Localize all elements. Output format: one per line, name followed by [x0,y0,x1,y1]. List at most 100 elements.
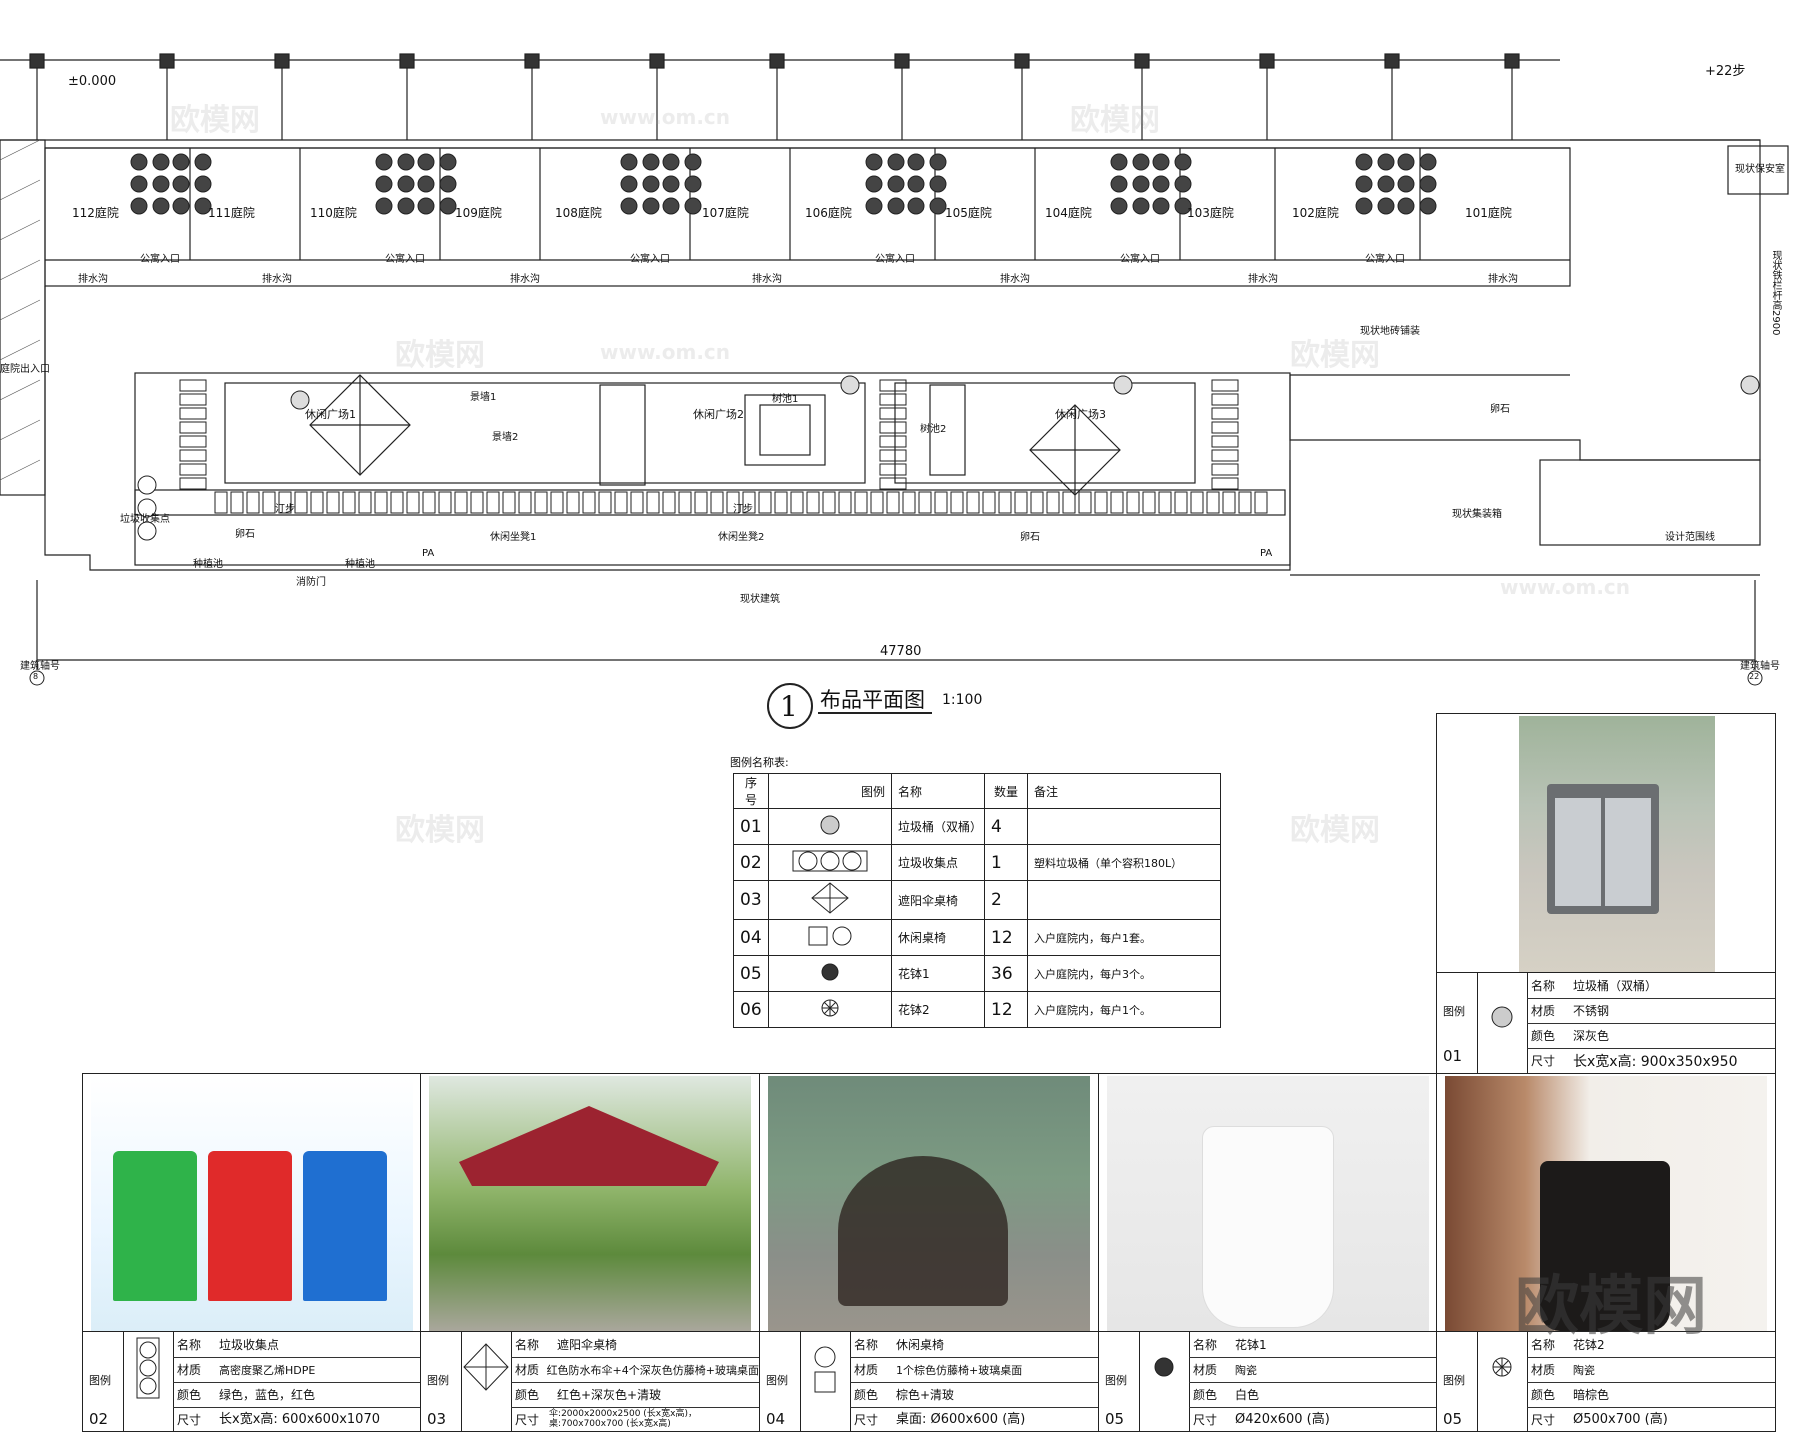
product-photo [768,1076,1090,1331]
flower-pot-icon [642,175,660,193]
spec-name: 花钵2 [1573,1338,1605,1352]
existing-rail-label: 现状铁栏杆高2900 [1770,250,1781,336]
tree-pool1-label: 树池1 [772,394,799,405]
column-mark [1259,53,1275,69]
entry-label: 公寓入口 [140,254,180,265]
paving-block [982,491,996,514]
flower-pot-icon [172,197,190,215]
legend-symbol-icon [768,955,892,992]
courtyard-label: 108庭院 [555,206,602,220]
legend-name: 垃圾桶（双桶） [891,808,985,845]
pa-label: PA [422,548,435,559]
paving-block [486,491,500,514]
card-legend-label: 图例 [766,1374,788,1387]
spec-key: 尺寸 [177,1413,202,1427]
spec-key: 颜色 [1531,1388,1556,1402]
paving-block [406,491,420,514]
spec-size: 长x宽x高: 900x350x950 [1573,1053,1738,1070]
spec-key: 尺寸 [854,1413,879,1427]
pa-label-2: PA [1260,548,1273,559]
spec-key: 尺寸 [1531,1413,1556,1427]
column-mark [1014,53,1030,69]
legend-symbol-icon [768,844,892,881]
flower-pot-icon [1174,153,1192,171]
flower-pot-icon [397,197,415,215]
wheelie-bin-2 [208,1151,292,1301]
paving-block [179,435,207,448]
flower-pot-icon [439,197,457,215]
legend-qty: 12 [984,991,1028,1028]
paving-block [1211,421,1239,434]
planting-label: 种植池 [193,559,223,570]
flower-pot-icon [1152,175,1170,193]
paving-block [1254,491,1268,514]
plaza2-label: 休闲广场2 [693,408,744,421]
paving-block [1211,393,1239,406]
spec-key: 材质 [1531,1004,1556,1018]
rattan-table-set [838,1156,1008,1306]
paving-block [326,491,340,514]
paving-block [214,491,228,514]
flower-pot-icon [1377,197,1395,215]
paving-block [1206,491,1220,514]
paving-block [879,463,907,476]
flower-pot-icon [887,175,905,193]
spec-material: 1个棕色仿藤椅+玻璃桌面 [896,1363,1023,1377]
legend-name: 休闲桌椅 [891,919,985,956]
plaza3-label: 休闲广场3 [1055,408,1106,421]
plan-title: 布品平面图 [820,688,925,712]
spec-name: 花钵1 [1235,1338,1267,1352]
legend-no: 06 [733,991,769,1028]
column-mark [274,53,290,69]
step-label: +22步 [1705,64,1746,79]
paving-block [1142,491,1156,514]
card-icon-col [1477,973,1528,1073]
paving-block [374,491,388,514]
flower-pot-icon [1355,197,1373,215]
spec-color: 深灰色 [1573,1029,1610,1043]
courtyard-label: 111庭院 [208,206,255,220]
flower-pot-icon [375,197,393,215]
spec-size: 长x宽x高: 600x600x1070 [219,1411,380,1427]
existing-building-label: 现状建筑 [740,594,780,605]
flower-pot-icon [152,197,170,215]
flower-pot-icon [1132,153,1150,171]
fire-door-label: 消防门 [296,577,326,588]
courtyard-label: 107庭院 [702,206,749,220]
flower-pot-icon [662,153,680,171]
paving-block [179,449,207,462]
paving-block [678,491,692,514]
paving-block [854,491,868,514]
paving-block [1211,379,1239,392]
spec-color: 绿色，蓝色，红色 [219,1388,316,1402]
legend-no: 05 [733,955,769,992]
flower-pot-icon [417,153,435,171]
paving-block [438,491,452,514]
flower-pot-icon [1152,153,1170,171]
legend-qty: 2 [984,880,1028,920]
spec-key: 颜色 [1193,1388,1218,1402]
legend-symbol-icon [768,919,892,956]
site-plan [0,53,1789,729]
paving-block [262,491,276,514]
paving-block [1094,491,1108,514]
flower-pot-icon [1377,153,1395,171]
courtyard-label: 112庭院 [72,206,119,220]
column-mark [524,53,540,69]
dimension-label: 47780 [880,644,922,659]
spec-size: Ø500x700 (高) [1573,1411,1668,1427]
flower-pot-icon [907,153,925,171]
title-number: 1 [780,690,798,723]
card-icon [461,1332,512,1432]
